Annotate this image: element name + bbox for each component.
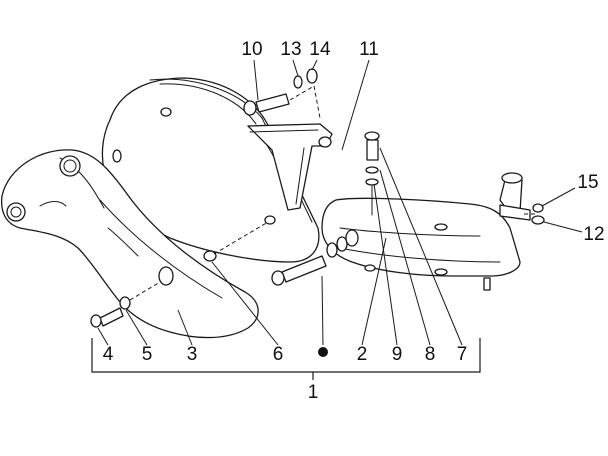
callout-8: 8	[425, 344, 436, 365]
nut-12-washer-15	[524, 203, 545, 225]
callout-4: 4	[103, 344, 114, 365]
callout-13: 13	[280, 39, 301, 60]
callout-15: 15	[577, 172, 598, 193]
assembly-marker-dot	[318, 347, 328, 357]
bolt-10-assembly	[243, 68, 321, 119]
callout-11: 11	[359, 39, 379, 60]
mounting-bracket	[247, 123, 333, 211]
callout-labels: 1 2 3 4 5 6 7 8 9 10 11 12 13 14 15	[103, 39, 605, 403]
spacer-6	[203, 215, 276, 262]
callout-7: 7	[457, 344, 468, 365]
callout-2: 2	[357, 344, 368, 365]
heat-shield	[0, 149, 259, 339]
exhaust-pipe	[321, 172, 531, 291]
callout-12: 12	[583, 224, 604, 245]
callout-6: 6	[273, 344, 284, 365]
leader-lines	[97, 59, 583, 346]
bolt-7-assembly	[364, 131, 380, 216]
callout-9: 9	[392, 344, 403, 365]
callout-1: 1	[308, 382, 319, 403]
callout-5: 5	[142, 344, 153, 365]
callout-14: 14	[309, 39, 331, 60]
assembly-bracket	[91, 338, 481, 380]
bolt-2-assembly	[271, 229, 359, 286]
callout-10: 10	[241, 39, 262, 60]
screw-4-assembly	[90, 281, 161, 328]
callout-3: 3	[187, 344, 198, 365]
